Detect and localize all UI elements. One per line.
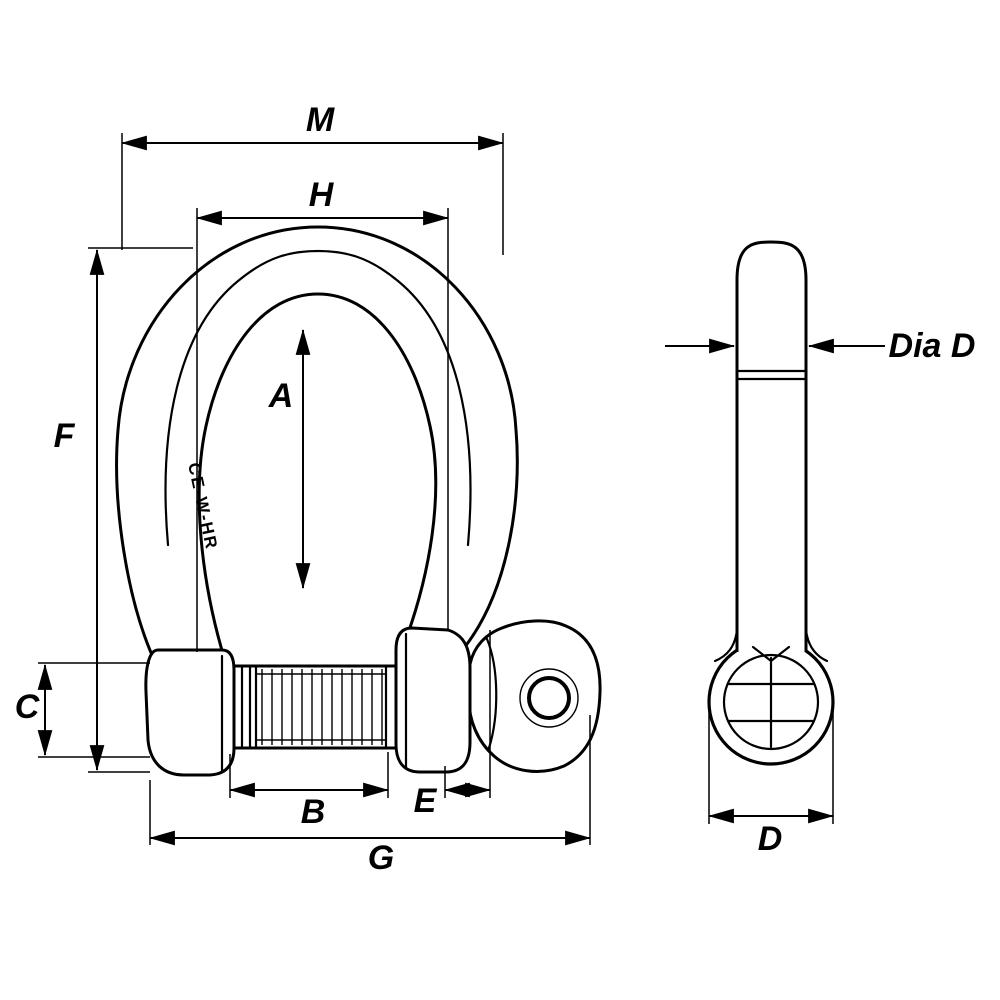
pin-side-shaft — [735, 240, 808, 652]
bow-body — [115, 225, 519, 666]
dimension-label-H: H — [309, 176, 335, 214]
side-view: Dia D D — [665, 240, 975, 858]
dimension-G: G — [148, 715, 592, 877]
dimension-E: E — [414, 630, 492, 820]
right-lug — [394, 626, 472, 774]
dimension-F: F — [54, 247, 193, 773]
dimension-A: A — [268, 328, 311, 590]
front-view: CE-W-HR M H F A C — [15, 101, 602, 877]
dimension-label-B: B — [301, 793, 326, 831]
junction-fillet — [804, 628, 829, 663]
dimension-label-M: M — [306, 101, 335, 139]
dimension-label-G: G — [368, 839, 394, 877]
dimension-label-C: C — [15, 688, 40, 726]
dimension-label-E: E — [414, 782, 438, 820]
dimension-M: M — [120, 101, 505, 255]
pin-head-inner-circle — [722, 653, 820, 751]
dimension-C: C — [15, 662, 150, 758]
knurl-hatch — [261, 669, 383, 745]
dimension-label-d: D — [758, 820, 783, 858]
pin-eye-rim — [519, 668, 579, 728]
dimension-dia-d: Dia D — [665, 327, 975, 365]
pin-eye-hole — [527, 676, 571, 720]
dimension-B: B — [228, 752, 390, 831]
dimension-d: D — [707, 710, 835, 858]
junction-fillet — [713, 628, 739, 663]
dimension-label-A: A — [268, 377, 294, 415]
dimension-H: H — [195, 176, 450, 652]
left-lug — [144, 648, 236, 777]
dimension-label-F: F — [54, 417, 76, 455]
dimension-label-dia-d: Dia D — [889, 327, 976, 365]
bow-shading-line — [164, 249, 472, 547]
